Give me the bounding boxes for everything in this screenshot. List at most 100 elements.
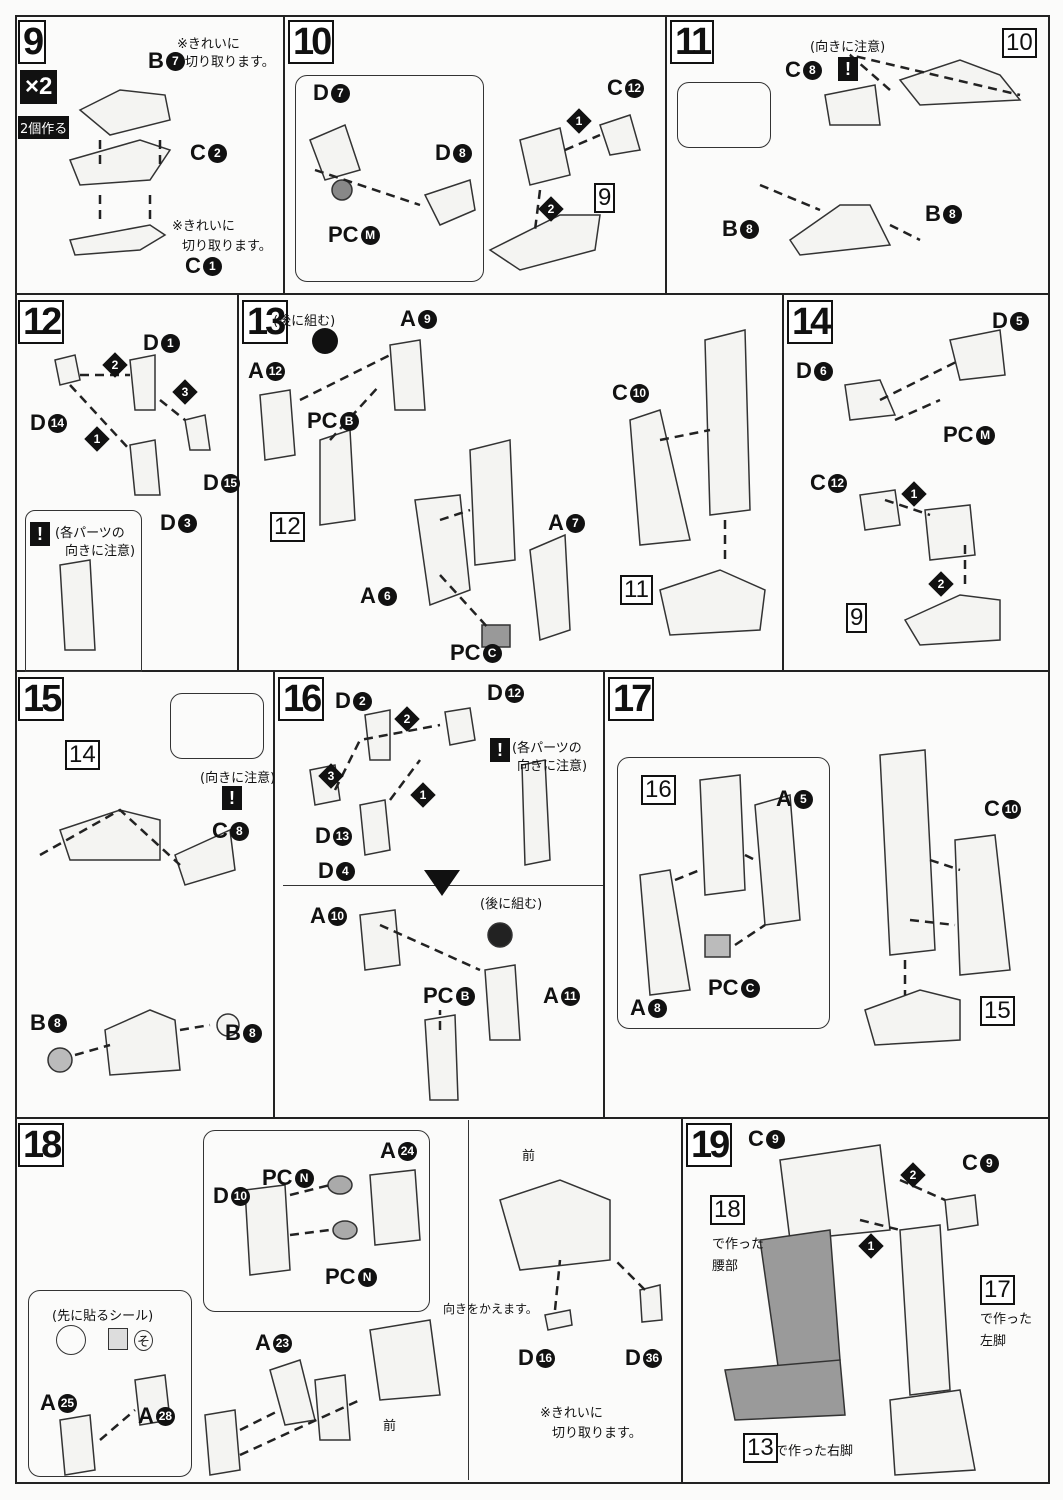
step-reference: 18: [710, 1195, 745, 1225]
step-reference: 9: [594, 183, 616, 213]
step-number: 12: [18, 300, 65, 344]
step-number: 19: [686, 1123, 733, 1167]
waist-label: 腰部: [712, 1259, 739, 1274]
multiplier-badge: ×2: [20, 70, 58, 104]
made-in-label: で作った: [980, 1312, 1033, 1327]
subassembly-box: [295, 75, 484, 282]
cut-note: 切り取ります。: [552, 1426, 642, 1441]
step-reference: 13: [743, 1433, 778, 1463]
order-marker: 2: [928, 571, 954, 597]
made-in-label: で作った: [712, 1237, 765, 1252]
orientation-note: (向きに注意): [200, 771, 276, 786]
step-reference: 17: [980, 1275, 1015, 1305]
caution-icon: !: [490, 738, 510, 762]
step-reference: 12: [270, 512, 305, 542]
cut-note: ※きれいに: [540, 1406, 603, 1421]
orientation-hint-box: [677, 82, 771, 148]
step-number: 11: [670, 20, 715, 64]
caution-icon: !: [30, 522, 50, 546]
front-direction-label: 前: [383, 1419, 397, 1434]
orientation-note: 向きに注意): [65, 544, 136, 559]
sticker-box: [28, 1290, 192, 1477]
step-reference: 15: [980, 996, 1015, 1026]
sticker-icon: [108, 1328, 128, 1350]
subassembly-box: [617, 757, 830, 1029]
step-number: 17: [608, 677, 655, 721]
step-reference: 10: [1002, 28, 1037, 58]
order-marker: 2: [102, 352, 128, 378]
orientation-hint-box: [170, 693, 264, 759]
orientation-note: (各パーツの: [55, 526, 125, 541]
orientation-note: 向きに注意): [517, 759, 588, 774]
orientation-note: (向きに注意): [810, 40, 886, 55]
step-number: 9: [18, 20, 47, 64]
step-number: 15: [18, 677, 65, 721]
sticker-note: (先に貼るシール): [52, 1309, 154, 1324]
turn-around-note: 向きをかえます。: [443, 1302, 538, 1316]
step-number: 16: [278, 677, 325, 721]
step-number: 14: [787, 300, 834, 344]
order-marker: 1: [84, 426, 110, 452]
orientation-note-box: [25, 510, 142, 672]
assemble-later-note: (後に組む): [480, 897, 543, 912]
front-direction-label: 前: [522, 1149, 536, 1164]
step-reference: 16: [641, 775, 676, 805]
sticker-id: そ: [134, 1330, 154, 1351]
step-reference: 11: [620, 575, 653, 605]
cut-note: 切り取ります。: [185, 55, 275, 70]
order-marker: 1: [901, 481, 927, 507]
make-two-label: 2個作る: [18, 116, 70, 139]
step-number: 13: [242, 300, 289, 344]
caution-icon: !: [838, 57, 858, 81]
left-leg-label: 左脚: [980, 1334, 1007, 1349]
poly-cap-icon: [312, 328, 338, 354]
order-marker: 2: [394, 706, 420, 732]
step-number: 18: [18, 1123, 65, 1167]
sticker-target-icon: [56, 1325, 86, 1355]
step-reference: 14: [65, 740, 100, 770]
order-marker: 1: [566, 108, 592, 134]
